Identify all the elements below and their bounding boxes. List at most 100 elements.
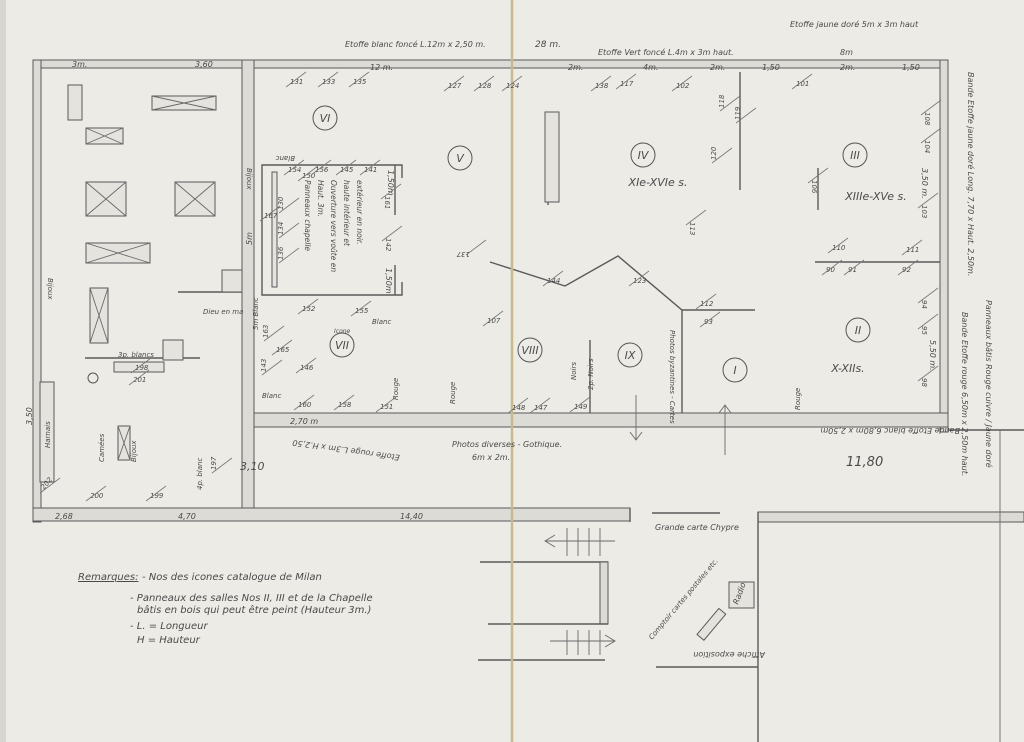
- catalogue-number: 144: [547, 277, 560, 285]
- annotation-label: Bande Etoffe rouge 6,50m x 2,50m haut.: [960, 312, 969, 476]
- tick-mark: [569, 396, 591, 413]
- catalogue-number: 154: [288, 166, 301, 174]
- catalogue-number: 148: [512, 404, 526, 412]
- room-circle: [845, 317, 871, 343]
- catalogue-number: 102: [676, 82, 690, 90]
- catalogue-number: 165: [276, 346, 290, 354]
- catalogue-number: 113: [688, 222, 696, 235]
- catalogue-number: 95: [920, 326, 928, 335]
- catalogue-number: 156: [315, 166, 329, 174]
- tick-mark: [501, 75, 523, 92]
- tick-mark: [293, 394, 315, 411]
- dimension-label: 8m: [840, 48, 853, 57]
- dimension-label: 1,50: [902, 63, 920, 72]
- catalogue-number: 131: [290, 78, 303, 86]
- room-circle: [617, 342, 643, 368]
- tick-mark: [359, 159, 381, 176]
- annotation-label: Rouge: [392, 378, 400, 400]
- catalogue-number: 137: [456, 250, 470, 258]
- room-circle: [722, 357, 748, 383]
- catalogue-number: 136: [277, 246, 285, 260]
- tick-mark: [278, 247, 300, 264]
- annotation-label: Bijoux: [245, 168, 253, 190]
- catalogue-number: 149: [574, 403, 588, 411]
- annotation-label: Bijoux: [130, 440, 138, 462]
- catalogue-number: 200: [90, 492, 104, 500]
- tick-mark: [443, 75, 465, 92]
- catalogue-number: 134: [277, 222, 285, 235]
- catalogue-number: 146: [300, 364, 314, 372]
- room-circle: [447, 145, 473, 171]
- annotation-label: Photos diverses - Gothique.: [452, 440, 562, 449]
- tick-mark: [333, 394, 355, 411]
- tick-mark: [278, 197, 300, 214]
- tick-mark: [297, 165, 319, 182]
- annotation-label: Icone: [334, 328, 351, 335]
- annotation-label: extérieur en noir.: [355, 180, 364, 245]
- dimension-label: 4m.: [643, 63, 658, 72]
- catalogue-number: 112: [700, 300, 714, 308]
- annotation-label: Grande carte Chypre: [655, 523, 739, 532]
- period-label: XIIIe-XVe s.: [844, 190, 907, 203]
- catalogue-number: 199: [150, 492, 164, 500]
- tick-mark: [827, 237, 849, 254]
- catalogue-number: 142: [384, 238, 392, 252]
- annotation-label: Bande Etoffe jaune doré Long. 7,70 x Hau…: [966, 72, 976, 276]
- tick-mark: [791, 73, 813, 90]
- annotation-label: Affiche exposition: [693, 650, 766, 659]
- annotation-label: Bijoux: [46, 278, 54, 300]
- catalogue-number: 110: [832, 244, 846, 252]
- annotation-label: Panneaux chapelle: [303, 180, 312, 251]
- annotation-label: Blanc: [372, 318, 391, 326]
- catalogue-number: 155: [355, 307, 369, 315]
- dimension-label: 3m.: [72, 60, 87, 69]
- tick-mark: [615, 73, 637, 90]
- dimension-label: 3,50 m.: [920, 168, 929, 199]
- walls: [32, 59, 1024, 742]
- catalogue-number: 138: [595, 82, 609, 90]
- room-numeral: VIII: [521, 344, 538, 357]
- dimension-label: 3,50: [25, 407, 34, 425]
- tick-mark: [263, 325, 285, 342]
- catalogue-number: 197: [210, 456, 218, 470]
- tick-mark: [920, 127, 942, 144]
- annotation-label: Dieu en ma: [203, 308, 243, 316]
- room-numeral: III: [850, 149, 860, 162]
- dimension-label: 12 m.: [370, 63, 393, 72]
- dimension-label: 2m.: [840, 63, 855, 72]
- tick-mark: [917, 313, 939, 330]
- catalogue-number: 118: [718, 94, 726, 108]
- tick-mark: [145, 485, 167, 502]
- tick-mark: [473, 75, 495, 92]
- remarks-line: - L. = Longueur: [130, 621, 208, 632]
- catalogue-number: 147: [534, 404, 548, 412]
- room-numeral: V: [456, 152, 465, 165]
- tick-mark: [695, 293, 717, 310]
- catalogue-number: 128: [478, 82, 492, 90]
- annotation-label: Rouge: [449, 382, 457, 404]
- tick-mark: [348, 71, 370, 88]
- catalogue-number: 94: [920, 300, 928, 309]
- catalogue-number: 135: [353, 78, 367, 86]
- tick-mark: [917, 192, 939, 209]
- dimension-label: 1,50m: [386, 170, 395, 196]
- annotation-label: Haut. 3m.: [316, 180, 325, 217]
- catalogue-number: 133: [322, 78, 335, 86]
- tick-mark: [920, 99, 942, 116]
- catalogue-number: 145: [340, 166, 354, 174]
- tick-mark: [128, 369, 150, 386]
- catalogue-number: 127: [448, 82, 462, 90]
- tick-mark: [350, 300, 372, 317]
- tick-mark: [380, 183, 402, 200]
- catalogue-number: 119: [734, 106, 742, 120]
- dimension-label: 2,68: [55, 512, 73, 521]
- staircase: [478, 395, 758, 668]
- tick-mark: [699, 311, 721, 328]
- annotation-label: Ouverture vers voûte en: [329, 180, 338, 272]
- remarks-line: H = Hauteur: [137, 635, 201, 646]
- catalogue-number: 152: [302, 305, 316, 313]
- catalogue-number: 101: [796, 80, 809, 88]
- annotation-label: Etoffe blanc foncé L.12m x 2,50 m.: [345, 39, 486, 49]
- tick-mark: [671, 75, 693, 92]
- catalogue-number: 141: [364, 166, 377, 174]
